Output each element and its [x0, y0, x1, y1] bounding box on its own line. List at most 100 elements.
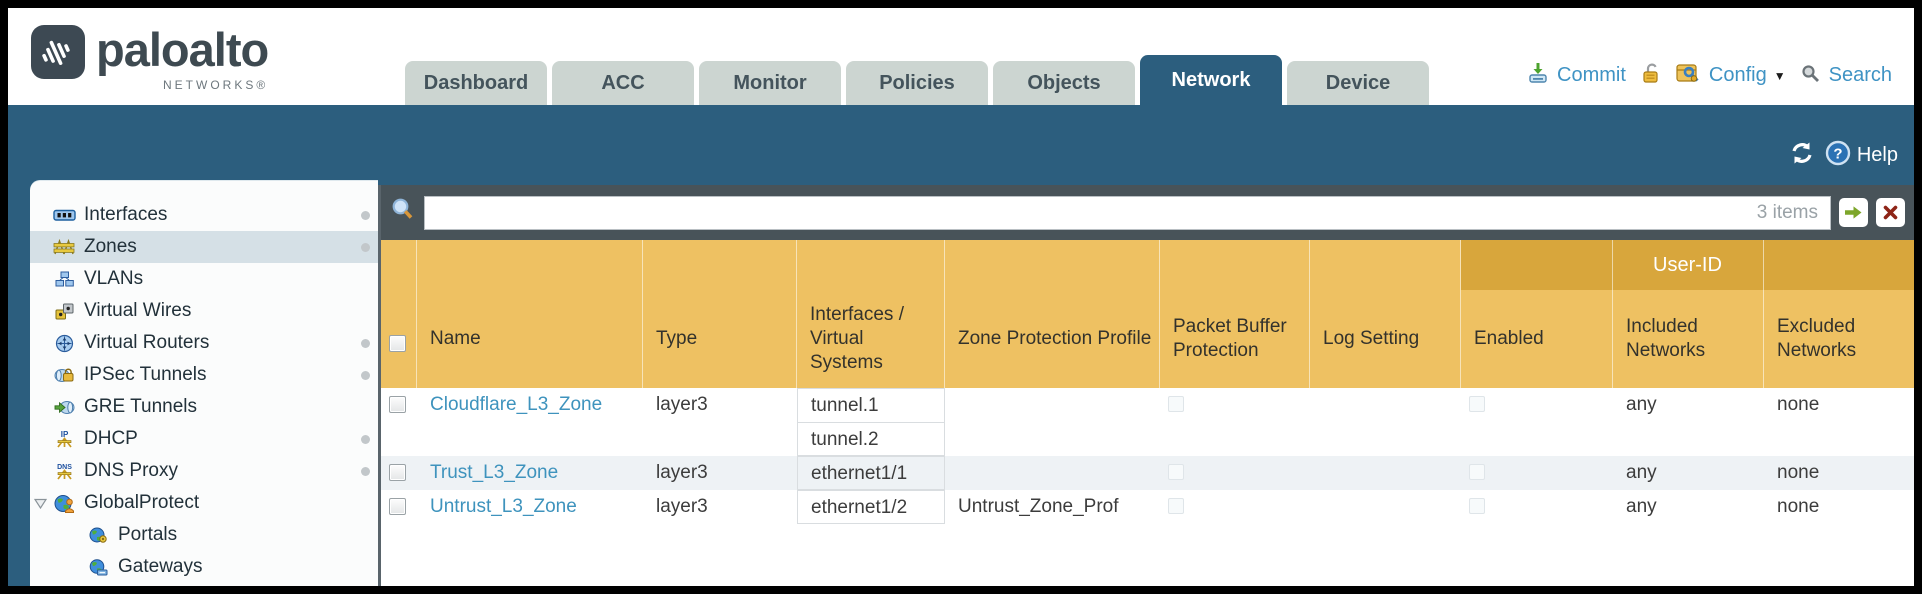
sidebar-item-portals[interactable]: Portals: [30, 519, 378, 551]
config-caret-icon[interactable]: ▼: [1773, 68, 1786, 83]
interfaces-icon: [52, 207, 76, 223]
packet-buffer-protection-checkbox[interactable]: [1168, 464, 1184, 480]
zone-name-link[interactable]: Untrust_L3_Zone: [430, 496, 577, 517]
sidebar-item-zones[interactable]: Zones: [30, 231, 378, 263]
filter-input[interactable]: 3 items: [424, 195, 1831, 230]
sidebar-item-interfaces[interactable]: Interfaces: [30, 199, 378, 231]
logo-brand-text: paloalto: [96, 23, 269, 76]
filter-toolbar: 3 items: [381, 185, 1914, 240]
col-header-zone-protection-profile[interactable]: Zone Protection Profile: [945, 240, 1160, 388]
col-header-name[interactable]: Name: [417, 240, 643, 388]
user-id-enabled-checkbox[interactable]: [1469, 396, 1485, 412]
tab-objects[interactable]: Objects: [993, 61, 1135, 105]
tab-dashboard[interactable]: Dashboard: [405, 61, 547, 105]
user-id-enabled-cell: [1461, 388, 1613, 456]
sidebar-item-label: Gateways: [118, 556, 203, 577]
help-label[interactable]: Help: [1856, 144, 1898, 166]
excluded-networks-cell: none: [1777, 462, 1820, 483]
row-checkbox[interactable]: [389, 464, 406, 481]
row-checkbox[interactable]: [389, 396, 406, 413]
zone-interfaces-cell: ethernet1/2: [797, 490, 945, 524]
sidebar-item-label: Portals: [118, 524, 178, 545]
interface-entry: ethernet1/1: [797, 456, 945, 490]
user-id-enabled-cell: [1461, 490, 1613, 524]
col-header-packet-buffer-protection[interactable]: Packet Buffer Protection: [1160, 240, 1310, 388]
col-header-interfaces[interactable]: Interfaces / Virtual Systems: [797, 240, 945, 388]
col-header-log-setting[interactable]: Log Setting: [1310, 240, 1461, 388]
tab-policies[interactable]: Policies: [846, 61, 988, 105]
config-button[interactable]: Config: [1708, 64, 1767, 86]
zones-icon: [52, 239, 76, 255]
help-icon[interactable]: ?: [1825, 140, 1851, 171]
zone-name-cell: Cloudflare_L3_Zone: [417, 388, 643, 456]
sidebar-item-gateways[interactable]: Gateways: [30, 551, 378, 583]
zones-table-header: User-ID Name Type Interfaces / Virtual S…: [381, 240, 1914, 388]
logo-sub-text: NETWORKS®: [163, 78, 269, 92]
included-networks-cell: any: [1626, 462, 1657, 483]
search-icon: [1801, 64, 1820, 88]
col-header-included-networks[interactable]: Included Networks: [1613, 240, 1764, 388]
user-id-enabled-checkbox[interactable]: [1469, 498, 1485, 514]
sidebar-item-label: Zones: [84, 236, 137, 257]
commit-button[interactable]: Commit: [1557, 64, 1626, 86]
sidebar-item-gre-tunnels[interactable]: GRE Tunnels: [30, 391, 378, 423]
user-id-enabled-checkbox[interactable]: [1469, 464, 1485, 480]
zone-type-cell: layer3: [656, 462, 708, 483]
packet-buffer-protection-cell: [1160, 456, 1310, 490]
globalprotect-icon: [52, 494, 76, 513]
tab-device[interactable]: Device: [1287, 61, 1429, 105]
sidebar-item-ipsec-tunnels[interactable]: IPSec Tunnels: [30, 359, 378, 391]
zone-name-link[interactable]: Cloudflare_L3_Zone: [430, 394, 603, 415]
col-header-type[interactable]: Type: [643, 240, 797, 388]
vlans-icon: [52, 271, 76, 287]
zone-protection-profile-cell: Untrust_Zone_Prof: [958, 496, 1119, 517]
tab-acc[interactable]: ACC: [552, 61, 694, 105]
virtual-routers-icon: [52, 334, 76, 353]
sidebar-item-virtual-routers[interactable]: Virtual Routers: [30, 327, 378, 359]
has-entries-dot: [361, 210, 370, 220]
packet-buffer-protection-checkbox[interactable]: [1168, 498, 1184, 514]
select-all-checkbox[interactable]: [389, 334, 406, 352]
clear-filter-button[interactable]: [1876, 198, 1905, 227]
row-select-cell: [381, 490, 417, 524]
virtual-wires-icon: [52, 303, 76, 320]
excluded-networks-cell: none: [1777, 496, 1820, 517]
paloalto-logo-mark-icon: [30, 24, 86, 85]
zone-name-link[interactable]: Trust_L3_Zone: [430, 462, 559, 483]
gateways-icon: [86, 558, 110, 576]
col-header-enabled[interactable]: Enabled: [1461, 240, 1613, 388]
search-button[interactable]: Search: [1828, 64, 1892, 86]
zone-name-cell: Untrust_L3_Zone: [417, 490, 643, 524]
has-entries-dot: [361, 338, 370, 348]
top-header-bar: paloalto NETWORKS® Dashboard ACC Monitor…: [8, 8, 1914, 105]
row-checkbox[interactable]: [389, 498, 406, 515]
excluded-networks-cell: none: [1777, 394, 1820, 415]
sidebar-item-label: GRE Tunnels: [84, 396, 197, 417]
interface-entry: tunnel.1: [797, 388, 945, 422]
expander-icon[interactable]: [34, 498, 50, 509]
apply-filter-button[interactable]: [1839, 198, 1868, 227]
packet-buffer-protection-checkbox[interactable]: [1168, 396, 1184, 412]
col-header-excluded-networks[interactable]: Excluded Networks: [1777, 316, 1857, 361]
sidebar-item-virtual-wires[interactable]: Virtual Wires: [30, 295, 378, 327]
has-entries-dot: [361, 242, 370, 252]
tab-monitor[interactable]: Monitor: [699, 61, 841, 105]
zone-protection-profile-cell: [945, 456, 1160, 490]
top-actions: Commit Config ▼: [1528, 62, 1892, 89]
sidebar-item-vlans[interactable]: VLANs: [30, 263, 378, 295]
has-entries-dot: [361, 434, 370, 444]
sidebar-item-label: GlobalProtect: [84, 492, 200, 513]
refresh-icon[interactable]: [1789, 141, 1815, 170]
sidebar-item-globalprotect[interactable]: GlobalProtect: [30, 487, 378, 519]
tab-network[interactable]: Network: [1140, 55, 1282, 105]
sidebar-item-label: Interfaces: [84, 204, 168, 225]
sidebar-item-label: VLANs: [84, 268, 144, 289]
lock-icon[interactable]: [1641, 62, 1661, 89]
